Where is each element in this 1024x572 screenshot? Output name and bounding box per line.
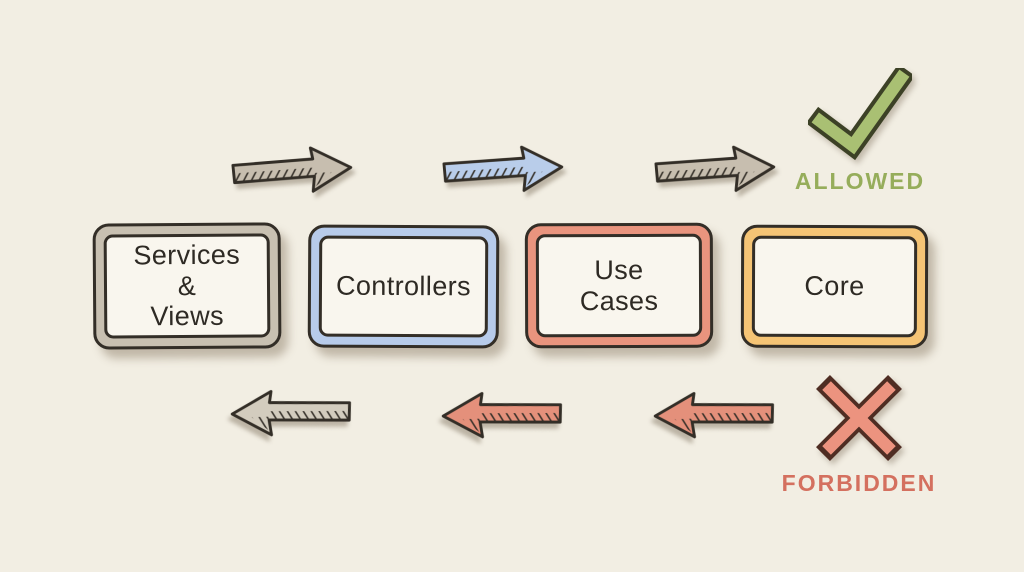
box-label: Core (804, 271, 864, 302)
box-label-line: Controllers (335, 270, 472, 302)
box-services-views-inner: Services & Views (103, 233, 271, 339)
arrow-right-icon (442, 145, 564, 192)
box-label-line: Views (150, 301, 225, 332)
hatch-shading (445, 166, 543, 186)
box-label-line: Cases (579, 285, 659, 316)
box-label: Controllers (336, 271, 471, 302)
box-controllers-inner: Controllers (318, 235, 489, 338)
box-use-cases-inner: Use Cases (535, 233, 703, 338)
allowed-label: ALLOWED (794, 168, 926, 194)
box-controllers: Controllers (307, 224, 500, 349)
box-label: Services & Views (133, 239, 240, 332)
arrow-left-icon (441, 392, 562, 439)
arrow-left-icon (230, 390, 351, 437)
box-core-inner: Core (751, 235, 918, 338)
allowed-legend: ALLOWED (792, 68, 928, 195)
arrow-left-icon (653, 392, 774, 439)
hatch-shading (234, 167, 332, 187)
x-mark-icon (816, 375, 902, 461)
hatch-shading (462, 412, 561, 433)
box-label: Use Cases (580, 255, 659, 317)
hatch-shading (657, 166, 755, 186)
box-label-line: & (177, 270, 197, 301)
box-label-line: Services (133, 239, 241, 271)
forbidden-legend: FORBIDDEN (782, 372, 934, 497)
hatch-shading (674, 412, 773, 433)
box-core: Core (740, 224, 929, 349)
box-services-views: Services & Views (92, 222, 282, 350)
checkmark-icon (808, 68, 912, 161)
box-use-cases: Use Cases (524, 222, 714, 349)
arrow-right-icon (231, 146, 353, 193)
box-label-line: Core (804, 271, 865, 302)
forbidden-label: FORBIDDEN (781, 470, 937, 496)
arrow-right-icon (654, 145, 776, 192)
box-label-line: Use (594, 254, 644, 285)
hatch-shading (251, 410, 350, 431)
